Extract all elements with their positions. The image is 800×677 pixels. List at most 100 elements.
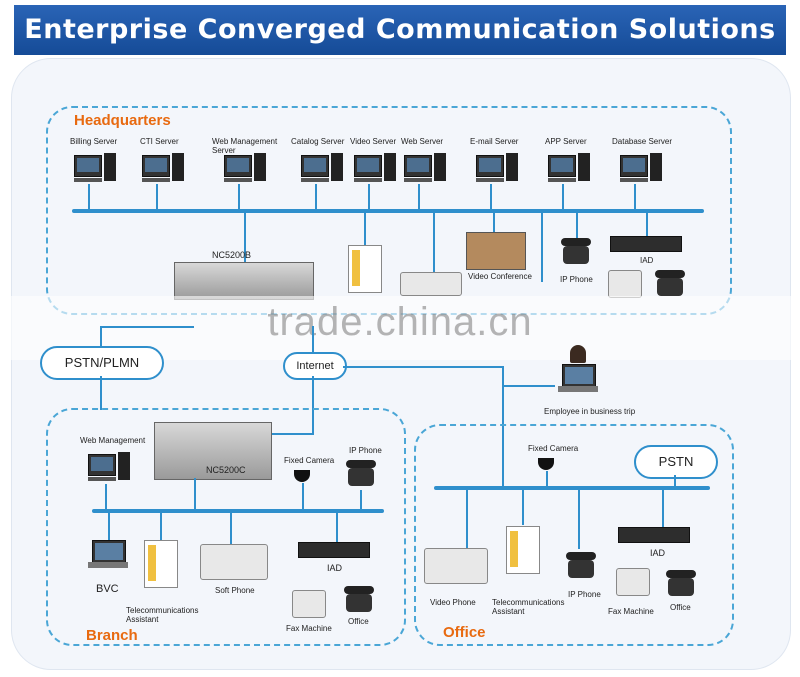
branch-title: Branch <box>86 627 138 644</box>
billing-server-icon <box>74 153 118 183</box>
branch-fax-label: Fax Machine <box>286 624 332 633</box>
soft-phone-icon <box>200 544 268 580</box>
pstn-plmn-cloud: PSTN/PLMN <box>40 346 164 380</box>
branch-fixed-camera-label: Fixed Camera <box>284 456 335 465</box>
title-banner: Enterprise Converged Communication Solut… <box>14 5 786 55</box>
trip-label: Employee in business trip <box>544 407 636 416</box>
branch-iad-label: IAD <box>327 563 343 573</box>
pstn-label: PSTN <box>658 454 694 469</box>
server-label-email: E-mail Server <box>470 137 519 146</box>
link-line <box>503 385 555 387</box>
link-line <box>418 184 420 210</box>
bvc-laptop-icon <box>88 540 128 572</box>
link-line <box>466 489 468 549</box>
server-label-billing: Billing Server <box>70 137 118 146</box>
web-server-icon <box>404 153 448 183</box>
pstn-plmn-label: PSTN/PLMN <box>64 355 140 370</box>
office-zone <box>414 424 734 646</box>
office-title: Office <box>443 624 486 641</box>
link-line <box>100 326 102 346</box>
soft-phone-label: Soft Phone <box>215 586 255 595</box>
office-network-bus <box>434 486 710 490</box>
link-line <box>312 376 314 434</box>
server-label-cti: CTI Server <box>140 137 179 146</box>
link-line <box>302 483 304 510</box>
office-office-label: Office <box>670 603 691 612</box>
page-title: Enterprise Converged Communication Solut… <box>24 14 776 45</box>
internet-cloud: Internet <box>283 352 347 380</box>
nc5200c-server-icon <box>154 422 272 480</box>
link-line <box>312 326 314 352</box>
link-line <box>105 484 107 510</box>
cti-server-icon <box>142 153 186 183</box>
link-line <box>100 326 194 328</box>
video-conference-icon <box>466 232 526 270</box>
branch-ip-phone-icon <box>346 458 376 488</box>
office-office-phone-icon <box>666 568 696 598</box>
video-phone-office-icon <box>424 548 488 584</box>
database-server-icon <box>620 153 664 183</box>
link-line <box>634 184 636 210</box>
server-label-web-management: Web Management Server <box>212 137 278 155</box>
link-line <box>646 212 648 236</box>
catalog-server-icon <box>301 153 345 183</box>
app-server-icon <box>548 153 592 183</box>
branch-web-management-icon <box>88 452 132 482</box>
office-assistant-screen-icon <box>506 526 540 574</box>
hq-ip-phone-label: IP Phone <box>560 275 593 284</box>
branch-fixed-camera-icon <box>294 470 310 482</box>
link-line <box>562 184 564 210</box>
hq-network-bus <box>72 209 704 213</box>
office-fixed-camera-icon <box>538 458 554 470</box>
link-line <box>230 512 232 544</box>
link-line <box>194 478 196 510</box>
link-line <box>522 489 524 525</box>
link-line <box>502 366 504 486</box>
branch-office-phone-icon <box>344 584 374 614</box>
link-line <box>270 433 314 435</box>
office-telecom-assistant-label: Telecommunications Assistant <box>492 598 565 616</box>
nc5200b-server-icon <box>174 262 314 300</box>
link-line <box>160 512 162 540</box>
branch-zone <box>46 408 406 646</box>
trip-laptop-icon <box>558 364 598 396</box>
server-label-database: Database Server <box>612 137 673 146</box>
video-conference-label: Video Conference <box>468 272 532 281</box>
link-line <box>343 366 503 368</box>
trip-person-icon <box>570 345 586 363</box>
link-line <box>336 512 338 542</box>
office-fax-icon <box>616 568 650 596</box>
bvc-label: BVC <box>96 583 119 595</box>
office-fax-label: Fax Machine <box>608 607 654 616</box>
branch-iad-icon <box>298 542 370 558</box>
link-line <box>368 184 370 210</box>
link-line <box>108 512 110 542</box>
hq-iad-icon <box>610 236 682 252</box>
hq-fax-icon <box>608 270 642 298</box>
hq-iad-label: IAD <box>640 256 654 265</box>
link-line <box>662 489 664 527</box>
watermark-text: trade.china.cn <box>267 300 533 344</box>
office-iad-icon <box>618 527 690 543</box>
branch-ip-phone-label: IP Phone <box>349 446 382 455</box>
web-management-server-icon <box>224 153 268 183</box>
branch-network-bus <box>92 509 384 513</box>
link-line <box>100 376 102 410</box>
server-label-catalog: Catalog Server <box>291 137 345 146</box>
branch-telecom-assistant-label: Telecommunications Assistant <box>126 606 199 624</box>
branch-office-label: Office <box>348 617 369 626</box>
headquarters-title: Headquarters <box>74 112 171 129</box>
link-line <box>546 471 548 488</box>
link-line <box>364 212 366 246</box>
branch-fax-icon <box>292 590 326 618</box>
assistant-screen-icon <box>348 245 382 293</box>
branch-assistant-screen-icon <box>144 540 178 588</box>
office-fixed-camera-label: Fixed Camera <box>528 444 579 453</box>
server-label-web: Web Server <box>401 137 444 146</box>
server-label-app: APP Server <box>545 137 587 146</box>
nc5200c-label: NC5200C <box>206 465 246 475</box>
server-label-video: Video Server <box>350 137 397 146</box>
link-line <box>244 212 246 262</box>
video-phone-icon <box>400 272 462 296</box>
email-server-icon <box>476 153 520 183</box>
